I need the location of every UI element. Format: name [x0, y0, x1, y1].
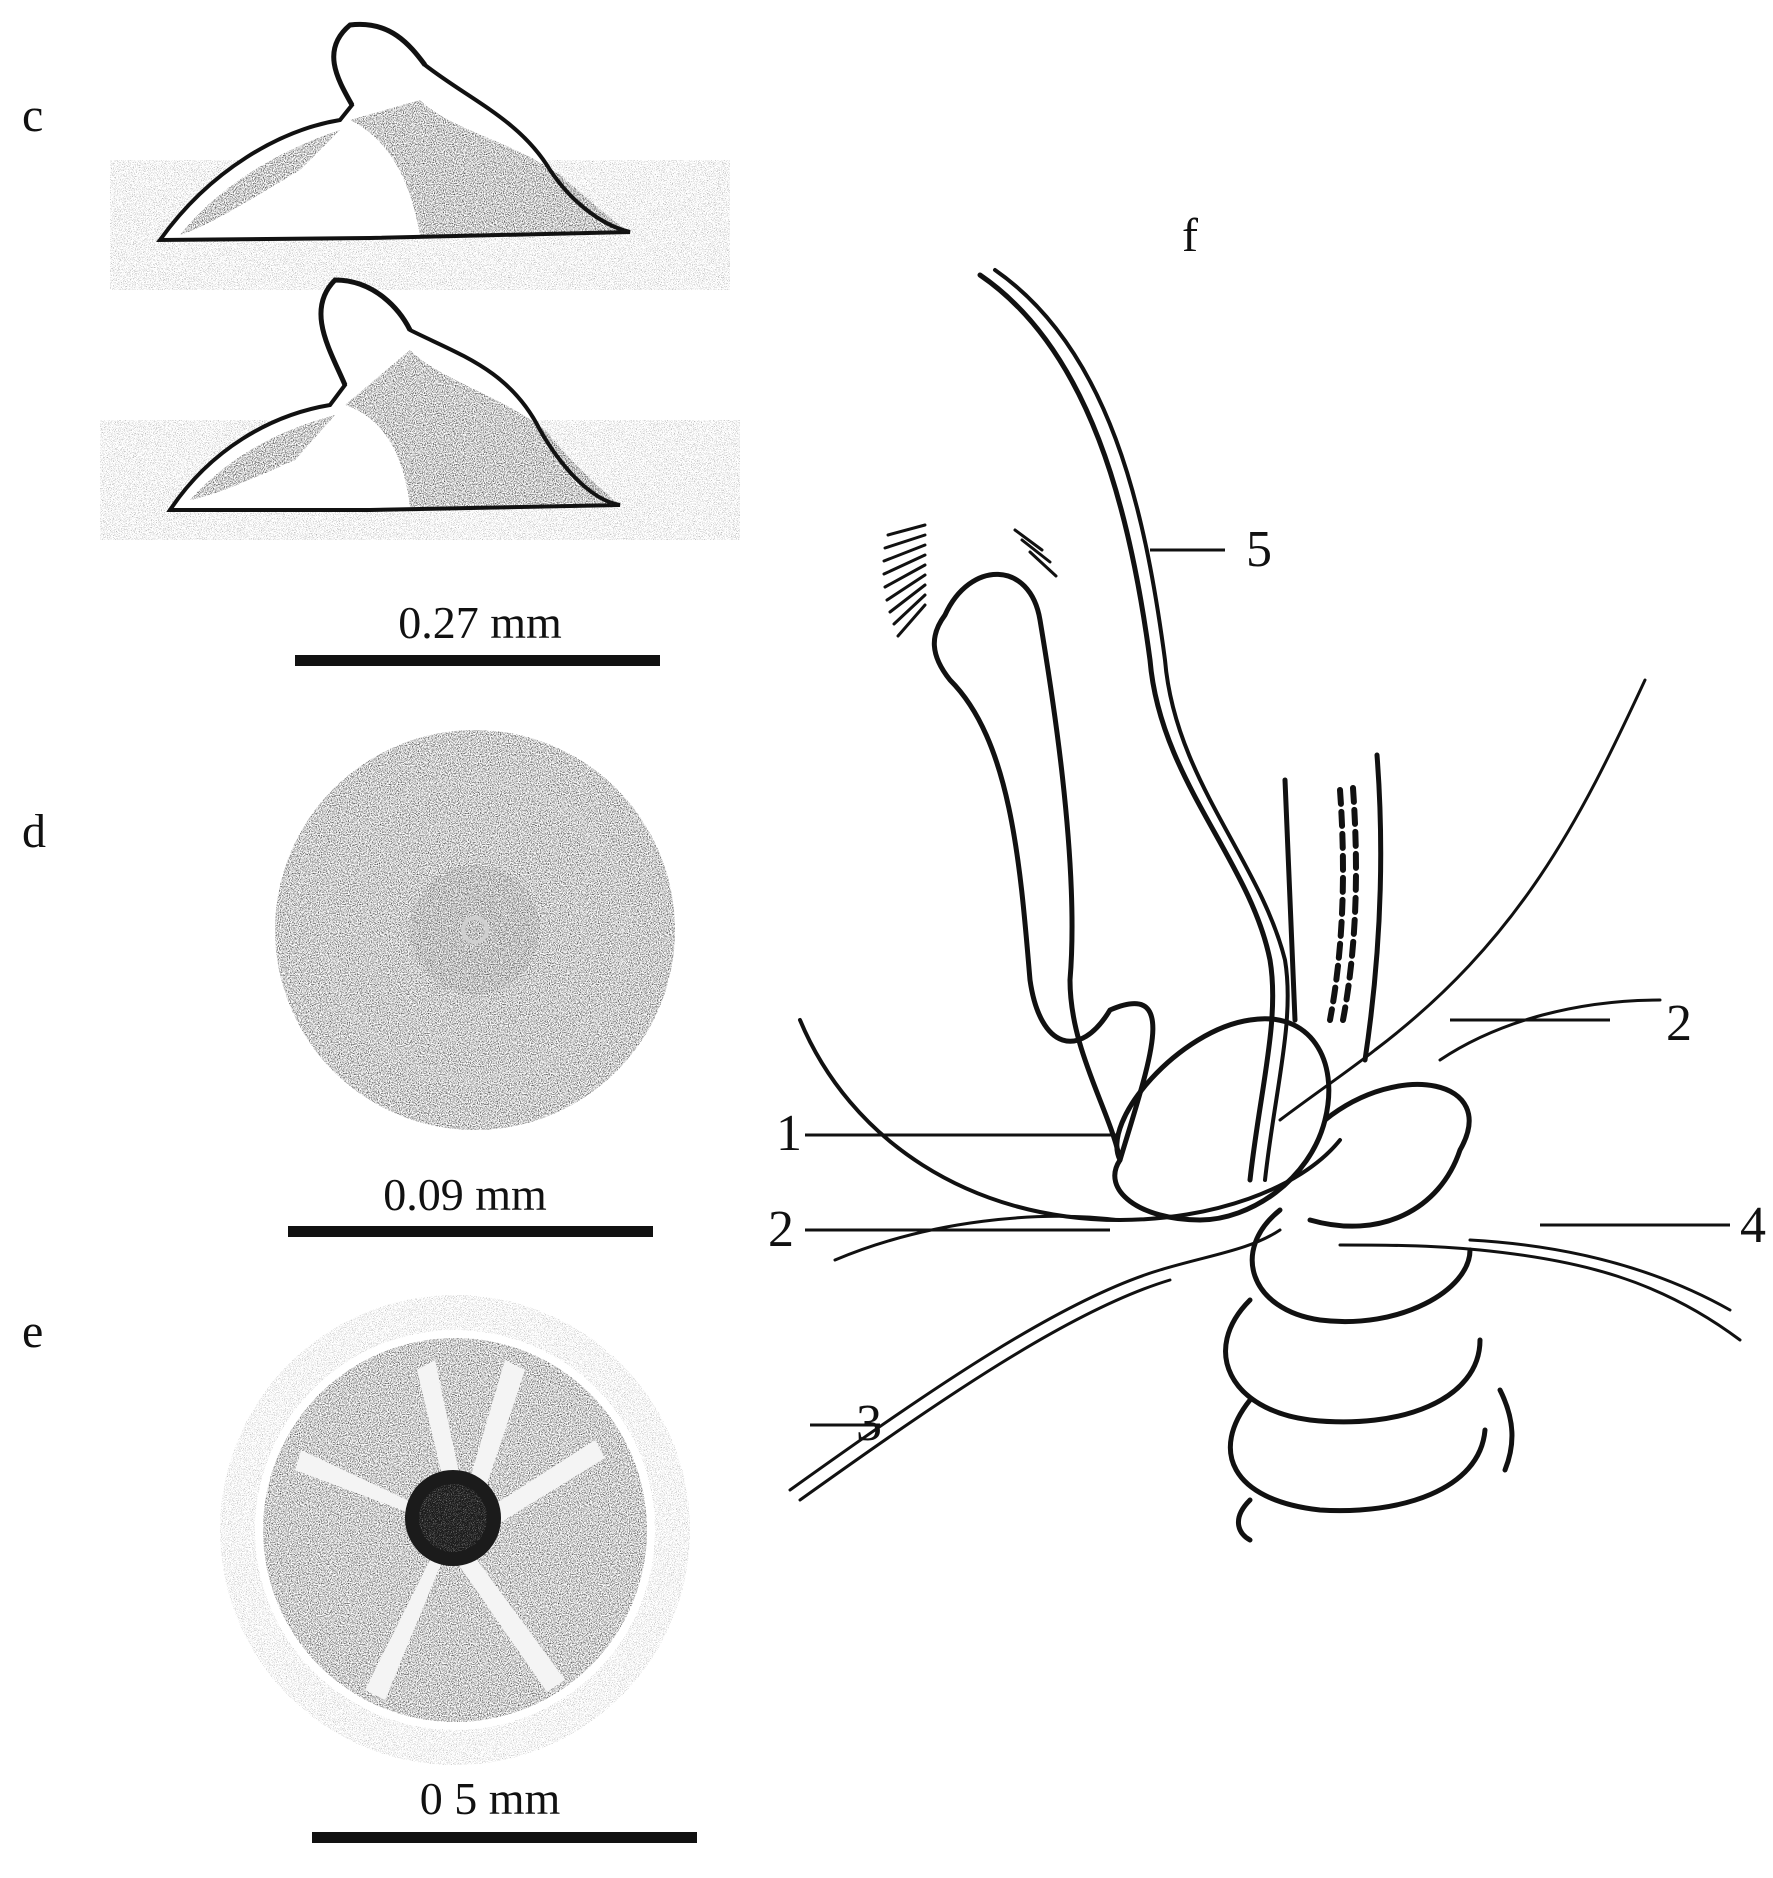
- bent-tube: [934, 574, 1153, 1160]
- upper-hook: [160, 24, 630, 240]
- panel-letter-e: e: [22, 1308, 43, 1356]
- callout-4: 4: [1740, 1200, 1766, 1252]
- panel-letter-d: d: [22, 808, 46, 856]
- panel-letter-f: f: [1182, 212, 1198, 260]
- scale-label-c: 0.27 mm: [295, 600, 665, 646]
- strand-5: [980, 275, 1273, 1180]
- hooks-illustration: [90, 10, 750, 550]
- anatomical-structure-illustration: [780, 260, 1770, 1540]
- scale-bar-d: [288, 1226, 653, 1237]
- callout-1: 1: [776, 1108, 802, 1160]
- callout-2-left: 2: [768, 1204, 794, 1256]
- callout-3: 3: [856, 1398, 882, 1450]
- scale-bar-c: [295, 655, 660, 666]
- body-loop: [1115, 1019, 1329, 1220]
- callout-2-right: 2: [1666, 998, 1692, 1050]
- strand-2-left: [835, 1216, 1120, 1260]
- scale-label-d: 0.09 mm: [280, 1172, 650, 1218]
- lower-hook: [170, 280, 620, 510]
- scale-label-e: 0 5 mm: [305, 1776, 675, 1822]
- callout-5: 5: [1246, 524, 1272, 576]
- star-disc-illustration: [185, 1290, 725, 1770]
- strand-4: [1340, 1245, 1740, 1340]
- scale-bar-e: [312, 1832, 697, 1843]
- strand-2-right: [1280, 680, 1645, 1120]
- concentric-disc-illustration: [265, 720, 685, 1140]
- panel-letter-c: c: [22, 92, 43, 140]
